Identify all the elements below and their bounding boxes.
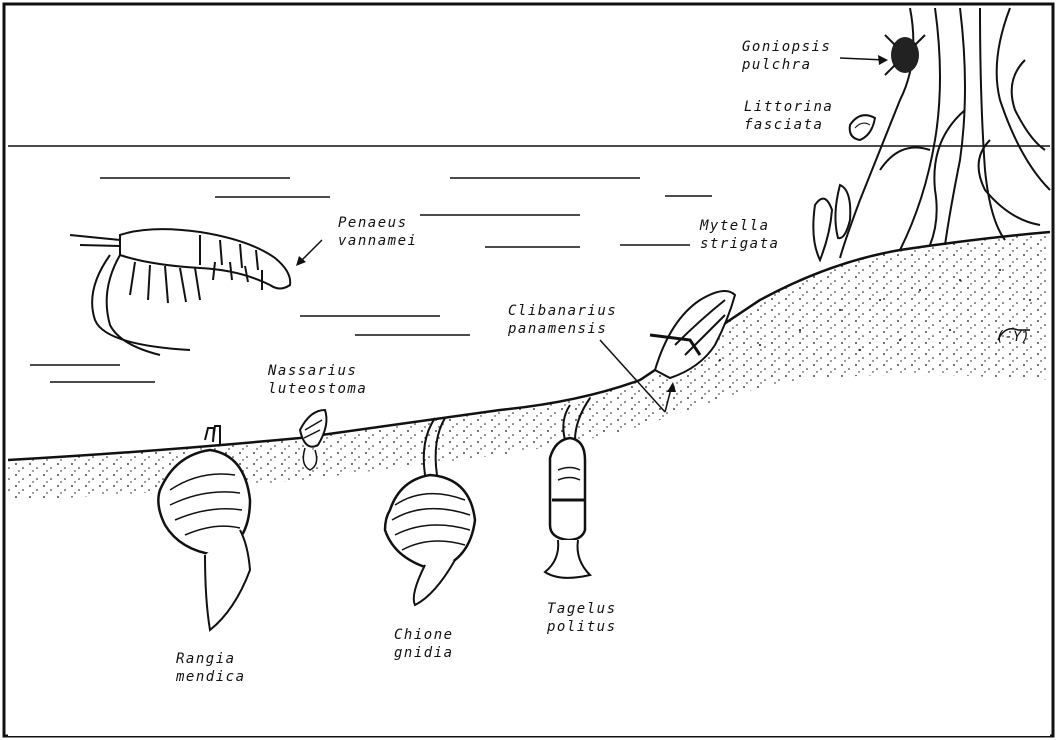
label-chione: Chione gnidia (394, 626, 454, 662)
mangrove-tree (840, 8, 1050, 258)
label-mytella: Mytella strigata (700, 217, 779, 253)
label-nassarius: Nassarius luteostoma (268, 362, 367, 398)
label-rangia: Rangia mendica (176, 650, 246, 686)
goniopsis-crab (885, 35, 925, 75)
label-goniopsis: Goniopsis pulchra (742, 38, 831, 74)
label-clibanarius: Clibanarius panamensis (508, 302, 617, 338)
label-penaeus: Penaeus vannamei (338, 214, 417, 250)
label-littorina: Littorina fasciata (744, 98, 833, 134)
penaeus-shrimp (70, 229, 290, 355)
signature: (-Y) (996, 328, 1030, 346)
label-tagelus: Tagelus politus (547, 600, 617, 636)
